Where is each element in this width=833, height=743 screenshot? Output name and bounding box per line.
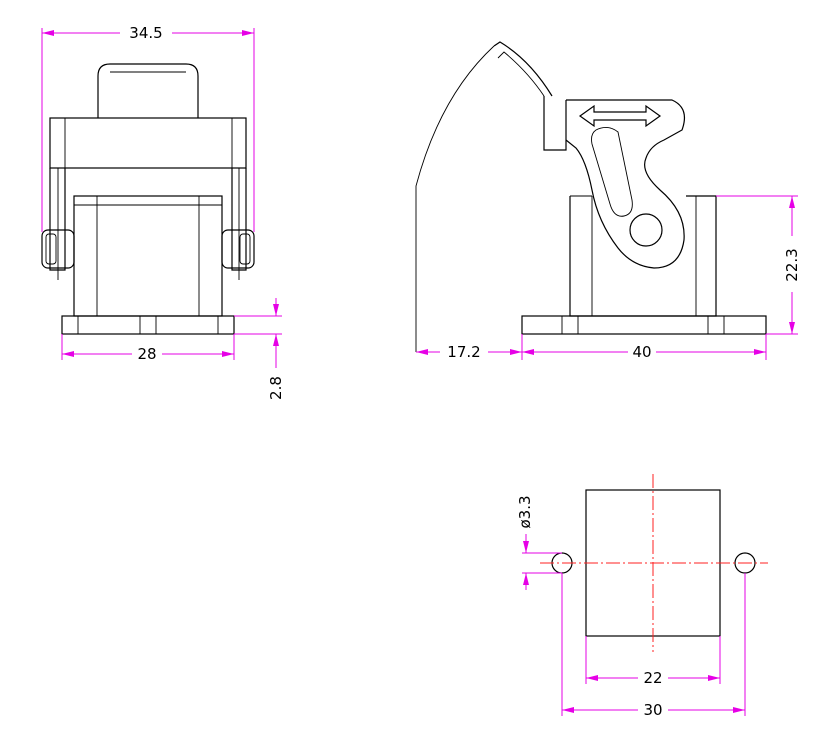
side-view: 17.2 40 22.3 [415, 41, 801, 361]
side-latch-slot [591, 127, 633, 217]
dim-40-arrow-left [522, 349, 534, 355]
dim-label-22: 22 [643, 669, 662, 687]
dim-hole-arrow-bottom [523, 573, 529, 585]
dim-label-28: 28 [137, 345, 156, 363]
dim-30-arrow-left [562, 707, 574, 713]
front-housing-band [49, 117, 247, 169]
front-body [73, 195, 223, 317]
dim-28-arrow-left [62, 351, 74, 357]
dim-label-30: 30 [643, 701, 662, 719]
side-latch-bracket [543, 96, 567, 151]
dim-label-2-8: 2.8 [267, 376, 285, 400]
dim-2-8-arrow-bottom [273, 334, 279, 346]
front-view: 34.5 28 2.8 [41, 24, 285, 400]
dim-hole-arrow-top [523, 541, 529, 553]
dim-label-22-3: 22.3 [783, 248, 801, 281]
dim-label-40: 40 [632, 343, 651, 361]
dim-22-arrow-left [586, 675, 598, 681]
front-lever-tab [97, 63, 199, 118]
front-left-pivot-cap [45, 233, 57, 265]
front-base-flange [61, 315, 235, 335]
front-right-pivot [221, 229, 255, 269]
side-latch-plate [565, 99, 685, 269]
dim-22-3-arrow-bottom [789, 322, 795, 334]
front-left-leg [49, 168, 66, 271]
side-lever-raised [493, 41, 553, 97]
dim-40-arrow-right [754, 349, 766, 355]
dim-17-2-arrow-right [510, 349, 522, 355]
front-right-pivot-cap [239, 233, 251, 265]
dim-30-arrow-right [733, 707, 745, 713]
dim-22-3-arrow-top [789, 196, 795, 208]
dim-label-34-5: 34.5 [129, 24, 162, 42]
bottom-view: ø3.3 22 30 [516, 474, 768, 719]
side-base-flange [521, 315, 767, 335]
dim-34-5-arrow-left [42, 30, 54, 36]
dim-28-arrow-right [222, 351, 234, 357]
double-arrow-icon [578, 104, 662, 128]
dim-22-arrow-right [708, 675, 720, 681]
side-lever-raised-inner [497, 51, 545, 97]
dim-label-hole-diameter: ø3.3 [516, 495, 534, 528]
dim-17-2-arrow-left [416, 349, 428, 355]
dim-2-8-arrow-top [273, 304, 279, 316]
dim-34-5-arrow-right [242, 30, 254, 36]
dim-label-17-2: 17.2 [447, 343, 480, 361]
side-pivot-circle [629, 213, 663, 247]
side-swing-arc [415, 45, 495, 352]
